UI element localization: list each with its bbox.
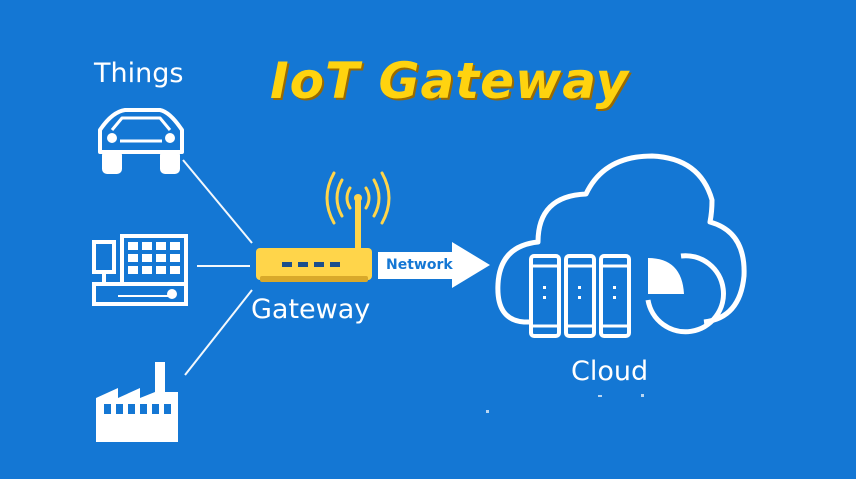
- diagram-title: IoT Gateway: [270, 52, 630, 110]
- cloud-icon: [495, 153, 747, 325]
- pie-chart-icon: [645, 253, 726, 335]
- factory-icon: [96, 362, 178, 442]
- cloud-label: Cloud: [571, 356, 649, 387]
- gateway-label: Gateway: [251, 294, 371, 325]
- cash-register-icon: [92, 234, 188, 306]
- wifi-signal-icon: [325, 171, 391, 225]
- cloud-caption-fragment: [486, 394, 644, 413]
- router-icon: [256, 171, 391, 282]
- connection-lines: [182, 159, 253, 376]
- car-icon: [98, 108, 184, 174]
- server-rack-icon: [529, 254, 631, 338]
- network-arrow: [378, 242, 490, 288]
- things-label: Things: [94, 58, 184, 89]
- network-label: Network: [386, 257, 453, 273]
- factory-gateway-line: [184, 289, 253, 376]
- car-gateway-line: [182, 159, 253, 244]
